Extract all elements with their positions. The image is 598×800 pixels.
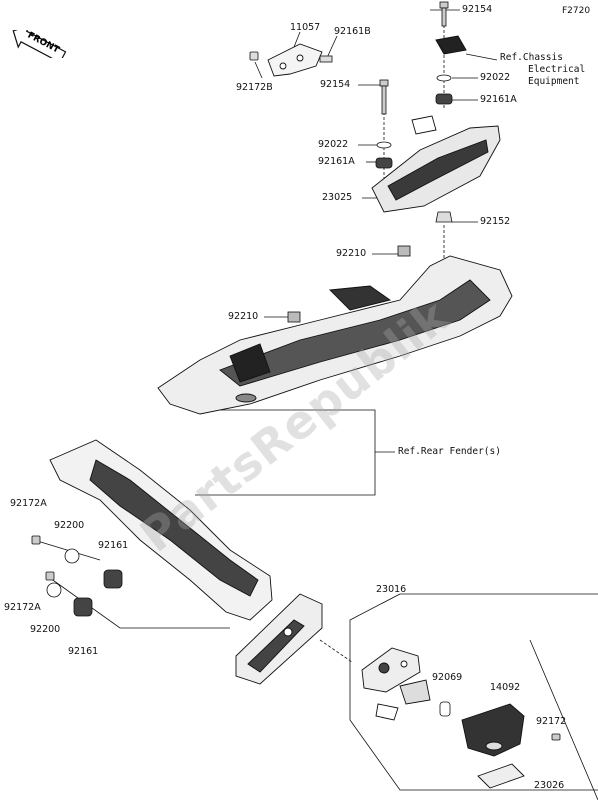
label-92154-top: 92154	[462, 4, 493, 15]
kit-23016-box	[349, 593, 598, 791]
strap-ref-chassis	[435, 35, 467, 55]
washer-92022-left	[376, 141, 392, 149]
kit-23016-diag	[529, 639, 598, 800]
ref-chassis-line2: Electrical	[528, 64, 586, 75]
license-plate-holder	[235, 593, 323, 685]
label-23016: 23016	[376, 584, 407, 595]
clip-92210-mid	[287, 311, 301, 323]
ref-chassis-line1: Ref.Chassis	[500, 52, 563, 63]
label-92172a-lower: 92172A	[4, 602, 41, 613]
label-23026: 23026	[534, 780, 565, 791]
label-92161a-right: 92161A	[480, 94, 517, 105]
screw-92172a-lower	[45, 571, 55, 581]
label-92200-upper: 92200	[54, 520, 85, 531]
bracket-23025	[371, 115, 501, 213]
leader-92172b	[254, 61, 263, 79]
grommet-92161a-right	[435, 93, 453, 105]
grommet-92161a-left	[375, 157, 393, 169]
nut-92152	[435, 211, 453, 223]
leader-fastener-lower	[49, 577, 230, 629]
figure-code: F2720	[562, 6, 591, 16]
guide-light	[319, 639, 353, 663]
screw-92172a-upper	[31, 535, 41, 545]
label-92069: 92069	[432, 672, 463, 683]
ref-chassis-note: Ref.Chassis Electrical Equipment	[500, 52, 585, 88]
label-92161b: 92161B	[334, 26, 371, 37]
rear-fender	[157, 255, 513, 415]
screw-92172b	[249, 51, 259, 61]
bulb-92069	[439, 701, 451, 717]
label-11057: 11057	[290, 22, 321, 33]
label-92154-left: 92154	[320, 79, 351, 90]
label-92161-lower: 92161	[68, 646, 99, 657]
label-92210-top: 92210	[336, 248, 367, 259]
label-92172b: 92172B	[236, 82, 273, 93]
ref-rear-fender-box	[195, 409, 376, 496]
bolt-92154-left	[379, 79, 389, 115]
light-housing-23016	[361, 647, 421, 693]
label-92172: 92172	[536, 716, 567, 727]
label-92152: 92152	[480, 216, 511, 227]
ref-rear-fender-note: Ref.Rear Fender(s)	[398, 446, 501, 457]
label-14092: 14092	[490, 682, 521, 693]
label-23025: 23025	[322, 192, 353, 203]
label-92022-right: 92022	[480, 72, 511, 83]
leader-92172a-upper	[33, 539, 101, 561]
ref-chassis-line3: Equipment	[528, 76, 580, 87]
bolt-92154-top	[439, 1, 449, 27]
screw-92172	[551, 733, 561, 741]
washer-92200-upper	[64, 548, 80, 564]
washer-92022-right	[436, 74, 452, 82]
clip-92210-top	[397, 245, 411, 257]
socket-assembly	[375, 679, 431, 721]
label-92210-mid: 92210	[228, 311, 259, 322]
plate-23026	[477, 763, 525, 789]
rear-frame-bracket	[49, 439, 273, 621]
grommet-92161-lower	[73, 597, 93, 617]
leader-ref-chassis	[465, 53, 498, 61]
label-92161a-left: 92161A	[318, 156, 355, 167]
label-92022-left: 92022	[318, 139, 349, 150]
label-92200-lower: 92200	[30, 624, 61, 635]
front-arrow: FRONT	[8, 24, 70, 64]
grommet-92161-upper	[103, 569, 123, 589]
bracket-11057	[267, 43, 323, 77]
label-92161-upper: 92161	[98, 540, 129, 551]
label-92172a-upper: 92172A	[10, 498, 47, 509]
lens-14092	[461, 703, 525, 757]
washer-92200-lower	[46, 582, 62, 598]
clip-92161b	[319, 55, 333, 63]
